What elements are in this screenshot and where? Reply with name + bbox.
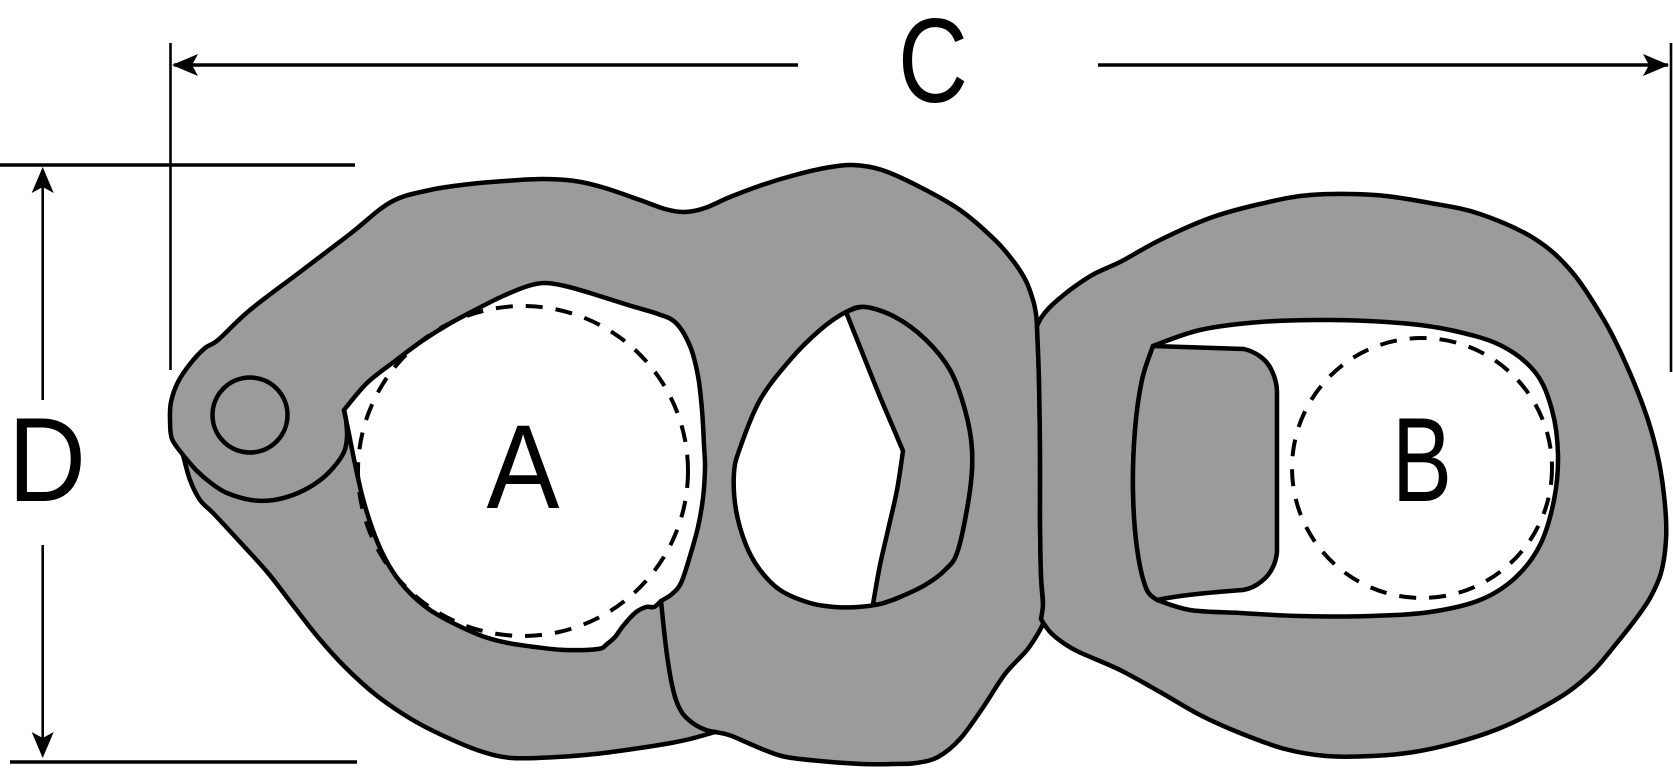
svg-text:A: A [487,400,560,534]
svg-text:B: B [1392,393,1452,527]
svg-text:C: C [898,0,968,128]
svg-text:D: D [8,393,86,527]
